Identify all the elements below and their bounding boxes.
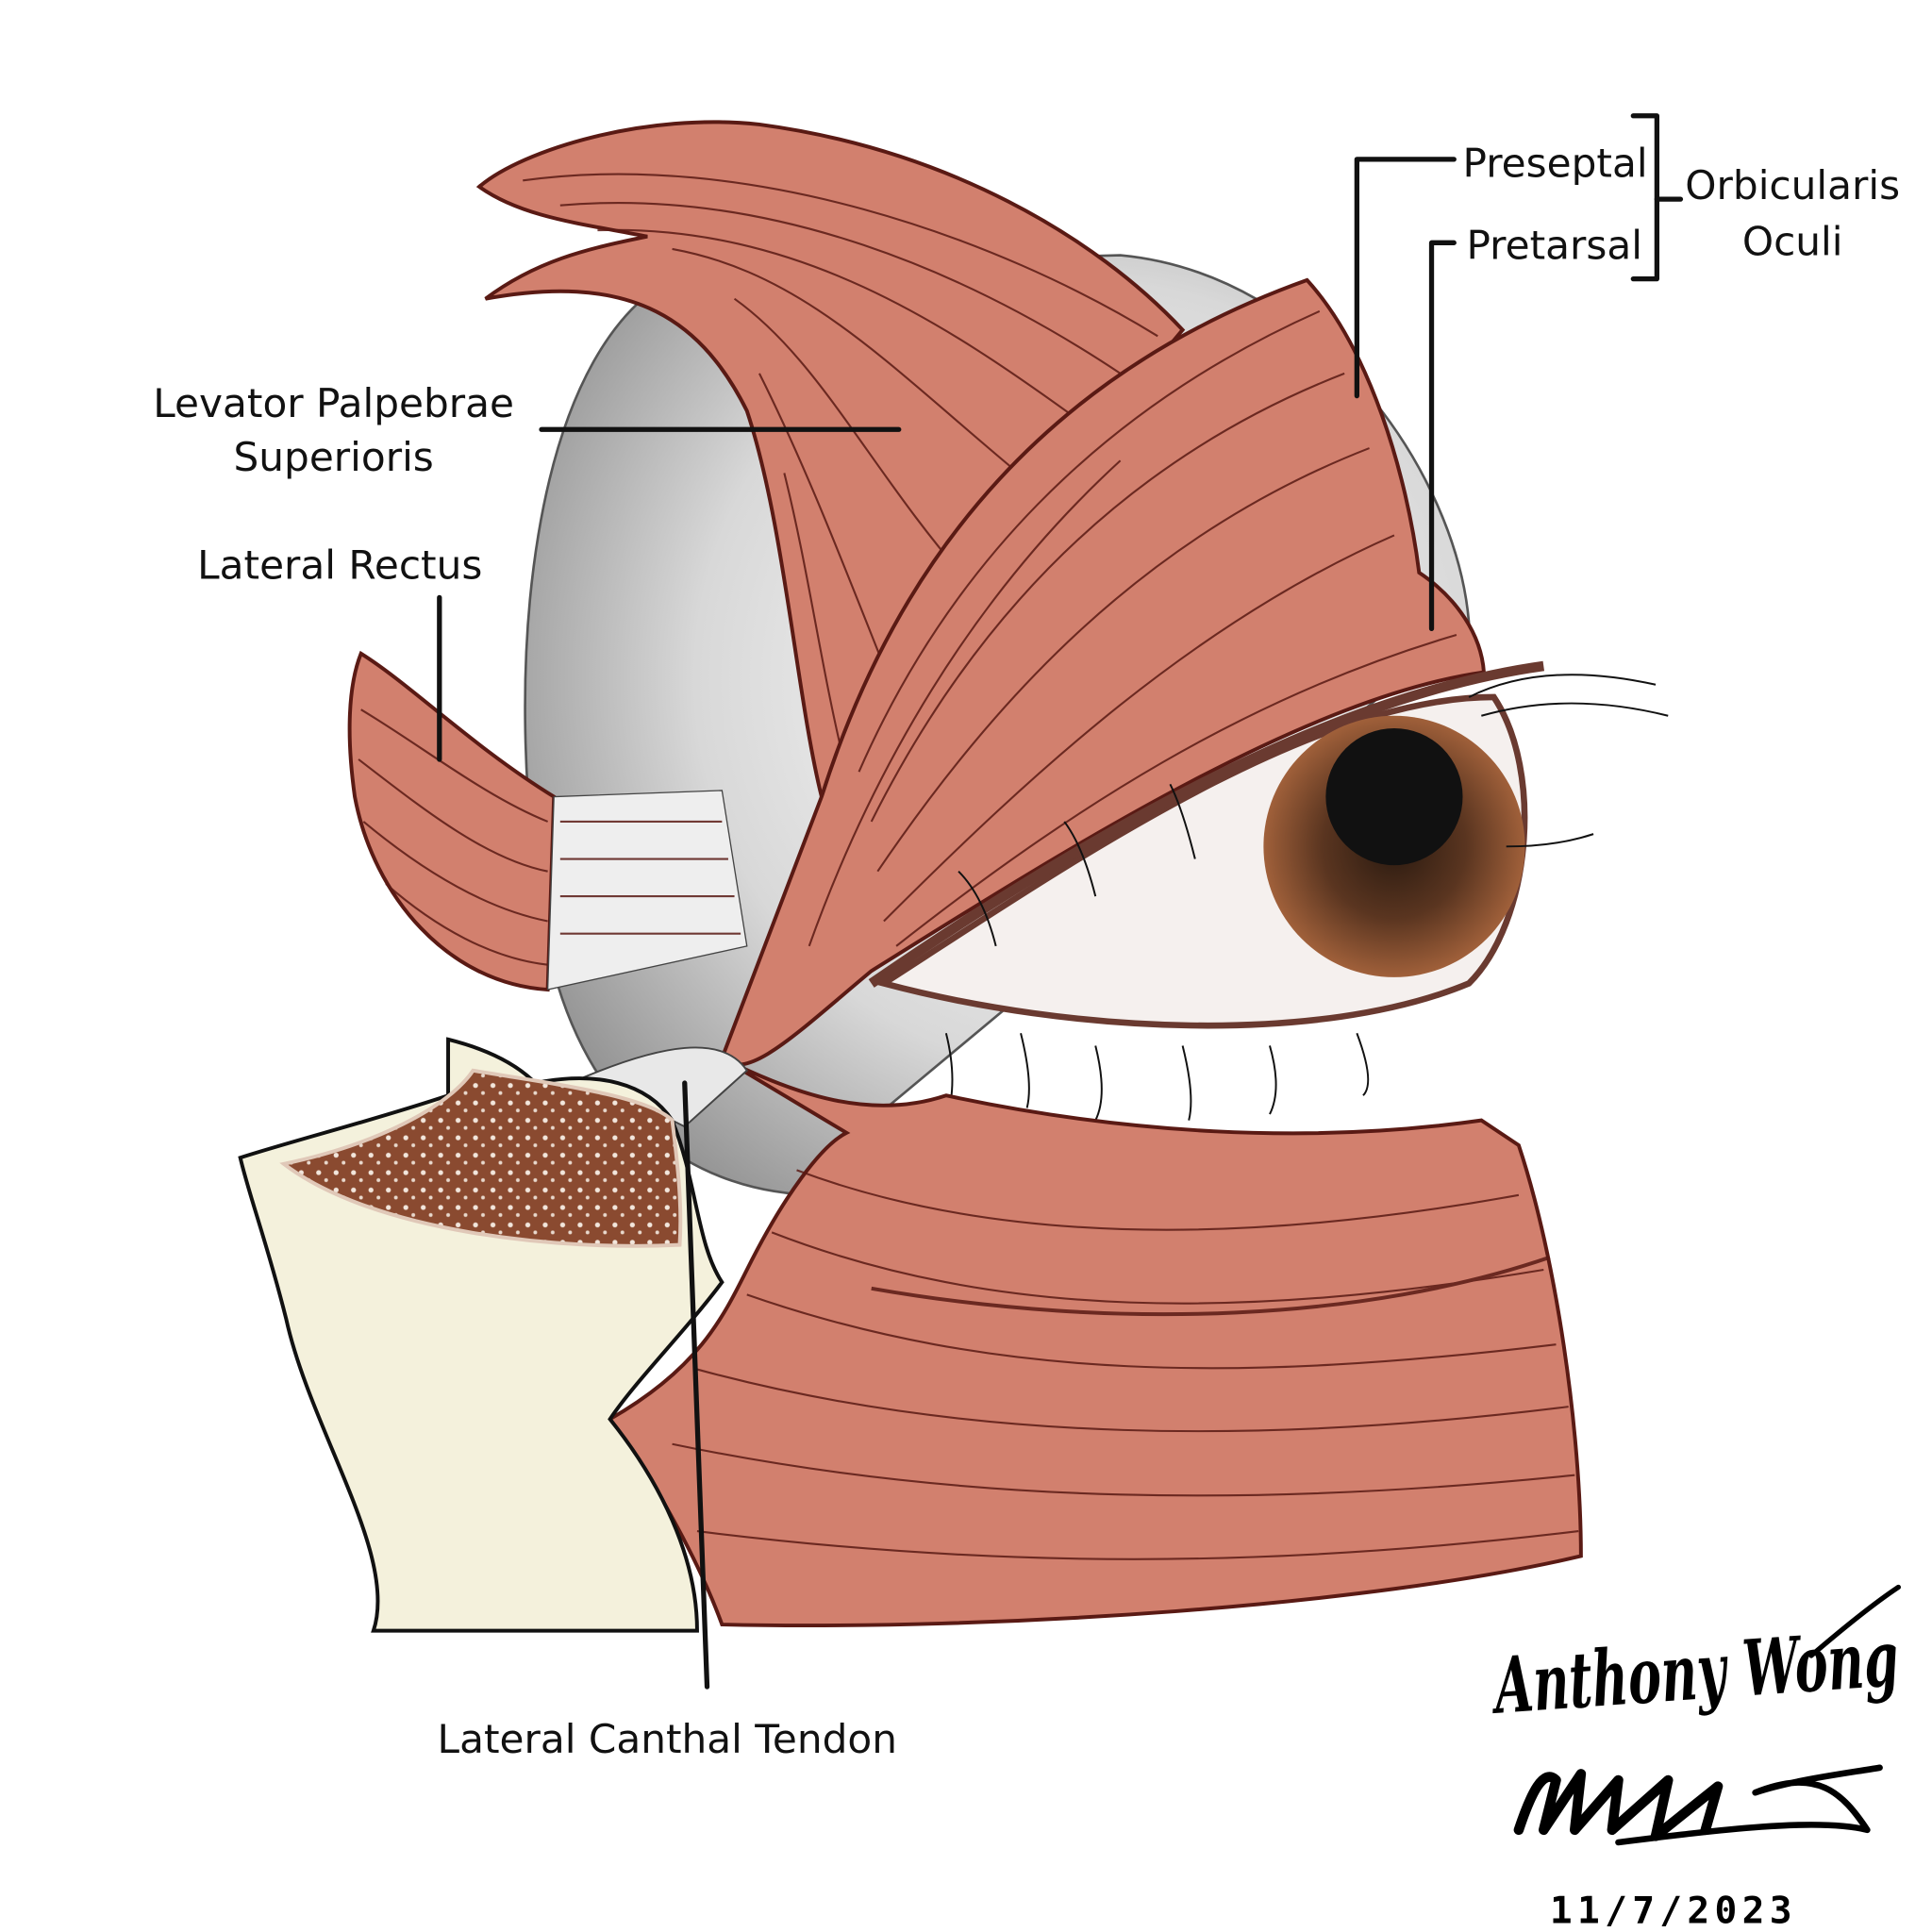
- levator-label-line1: Levator Palpebrae: [153, 380, 514, 426]
- artist-signature-flourish: [1808, 1584, 1902, 1658]
- orbicularis-label-line2: Oculi: [1742, 219, 1843, 265]
- lateral-canthal-tendon-leader-line: [682, 1080, 710, 1690]
- eye: [868, 660, 1669, 1122]
- orbicularis-label-line1: Orbicularis: [1685, 162, 1900, 208]
- levator-label-line2: Superioris: [233, 434, 433, 480]
- pretarsal-label: Pretarsal: [1466, 222, 1642, 268]
- levator-palpebrae-muscle: [475, 120, 1186, 801]
- lateral-canthal-tendon-label: Lateral Canthal Tendon: [438, 1716, 897, 1762]
- orbital-bone: [238, 1037, 724, 1633]
- eyelashes: [944, 674, 1669, 1122]
- pretarsal-leader-line: [1428, 240, 1457, 632]
- orbicularis-oculi-lower: [607, 1056, 1583, 1628]
- lateral-rectus-label: Lateral Rectus: [197, 542, 482, 589]
- lateral-rectus-muscle: [347, 650, 748, 992]
- preseptal-leader-line: [1354, 157, 1457, 399]
- orbicularis-oculi-upper: [720, 277, 1487, 1067]
- supervisor-signature: [1513, 1764, 1883, 1846]
- signature-date: 11/7/2023: [1550, 1890, 1797, 1932]
- preseptal-label: Preseptal: [1463, 140, 1648, 186]
- lateral-canthal-tendon: [582, 1046, 749, 1128]
